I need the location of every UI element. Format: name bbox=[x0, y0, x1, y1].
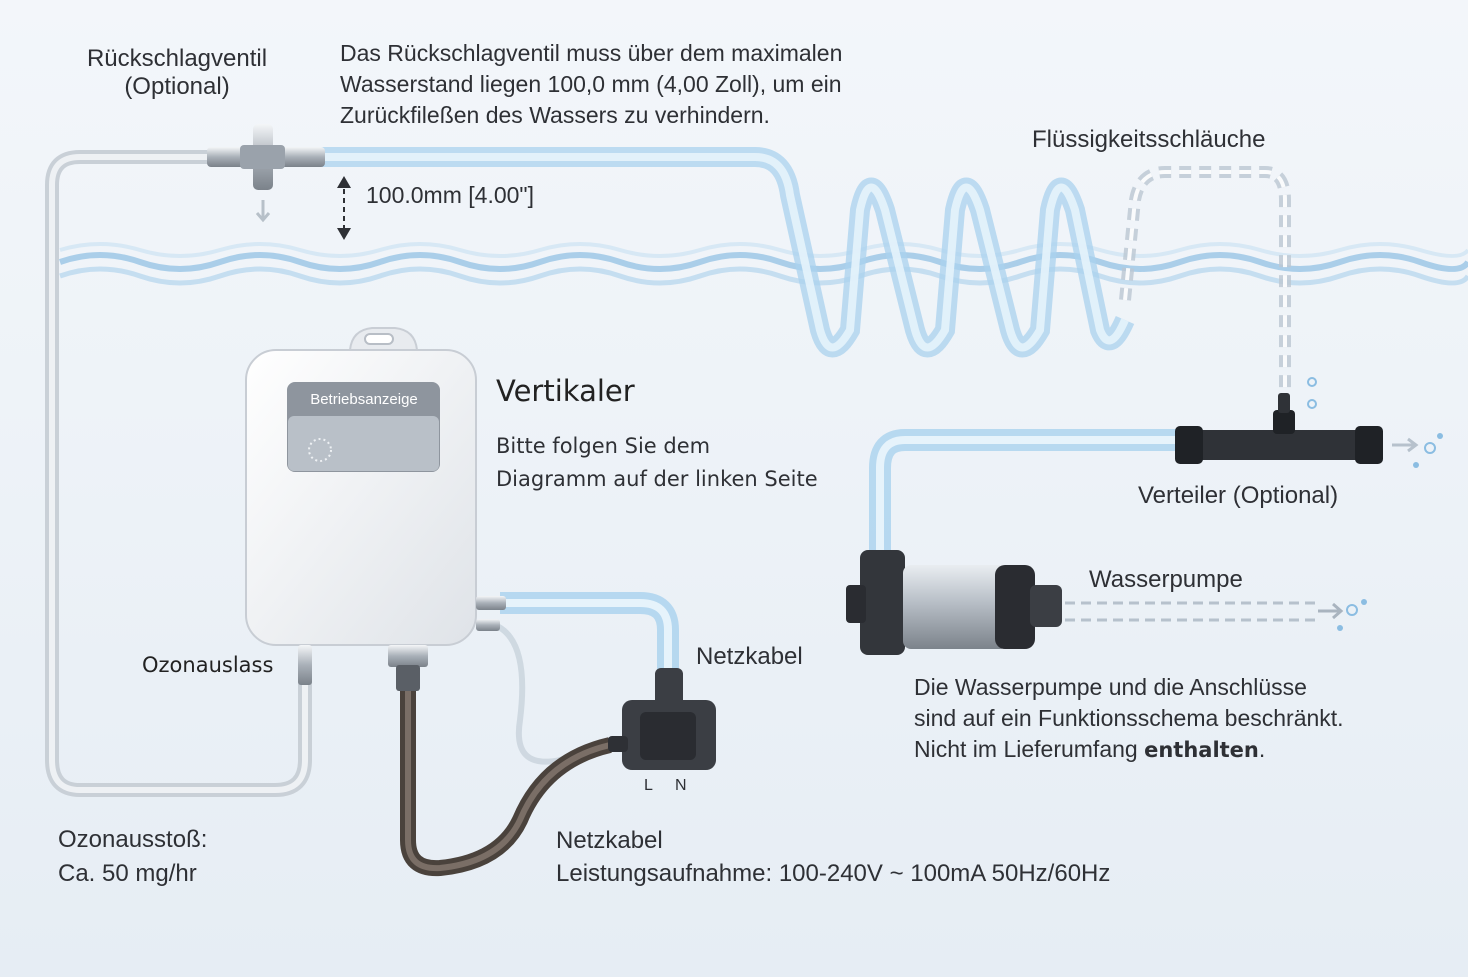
device-to-plug-hose bbox=[493, 592, 679, 765]
water-pump-label: Wasserpumpe bbox=[1089, 566, 1243, 593]
check-valve-label-line1: Rückschlagventil bbox=[86, 45, 268, 72]
pump-note-line3: Nicht im Lieferumfang enthalten. bbox=[914, 734, 1344, 766]
water-surface bbox=[59, 242, 1468, 286]
power-cable bbox=[400, 690, 612, 877]
check-valve-label-line2: (Optional) bbox=[124, 73, 230, 100]
vertical-note: Bitte folgen Sie dem Diagramm auf der li… bbox=[496, 430, 818, 496]
fluid-hoses-label: Flüssigkeitsschläuche bbox=[1032, 126, 1266, 153]
dimension-arrow bbox=[337, 176, 351, 240]
check-valve-note-line2: Wasserstand liegen 100,0 mm (4,00 Zoll),… bbox=[340, 71, 842, 97]
ozone-output-line2: Ca. 50 mg/hr bbox=[58, 860, 197, 887]
plug-terminal-l: L bbox=[644, 777, 653, 794]
distributor bbox=[1175, 377, 1443, 468]
check-valve-label: Rückschlagventil (Optional) bbox=[72, 45, 282, 101]
pump-note-bold: enthalten bbox=[1144, 738, 1259, 762]
ozone-hose bbox=[45, 150, 312, 797]
pump-hose bbox=[869, 429, 1180, 560]
pump-note-end: . bbox=[1258, 736, 1266, 762]
check-valve bbox=[207, 124, 325, 223]
power-cable-label-top: Netzkabel bbox=[696, 643, 803, 670]
vertical-title: Vertikaler bbox=[496, 374, 635, 408]
check-valve-note-line3: Zurückfileßen des Wassers zu verhindern. bbox=[340, 102, 770, 128]
pump-note: Die Wasserpumpe und die Anschlüsse sind … bbox=[914, 672, 1344, 766]
check-valve-note: Das Rückschlagventil muss über dem maxim… bbox=[340, 38, 842, 131]
vertical-note-line2: Diagramm auf der linken Seite bbox=[496, 467, 818, 491]
vertical-note-line1: Bitte folgen Sie dem bbox=[496, 434, 711, 458]
dimension-label: 100.0mm [4.00"] bbox=[366, 182, 534, 208]
pump-note-line1: Die Wasserpumpe und die Anschlüsse bbox=[914, 674, 1307, 700]
ozone-output-line1: Ozonausstoß: bbox=[58, 826, 208, 853]
pump-note-line3-text: Nicht im Lieferumfang bbox=[914, 736, 1138, 762]
status-display-label: Betriebsanzeige bbox=[310, 391, 418, 408]
ozone-generator bbox=[245, 327, 506, 691]
ozone-output-label: Ozonausstoß: Ca. 50 mg/hr bbox=[58, 823, 207, 891]
power-plug bbox=[608, 668, 716, 770]
check-valve-note-line1: Das Rückschlagventil muss über dem maxim… bbox=[340, 40, 843, 66]
distributor-label: Verteiler (Optional) bbox=[1138, 482, 1339, 509]
power-cable-label-bottom: Netzkabel bbox=[556, 827, 663, 854]
water-pump bbox=[846, 550, 1367, 655]
power-consumption-label: Leistungsaufnahme: 100-240V ~ 100mA 50Hz… bbox=[556, 860, 1111, 887]
ozone-outlet-label: Ozonauslass bbox=[142, 653, 274, 677]
pump-note-line2: sind auf ein Funktionsschema beschränkt. bbox=[914, 705, 1344, 731]
fluid-hose bbox=[320, 147, 1291, 395]
plug-terminal-n: N bbox=[675, 777, 687, 794]
